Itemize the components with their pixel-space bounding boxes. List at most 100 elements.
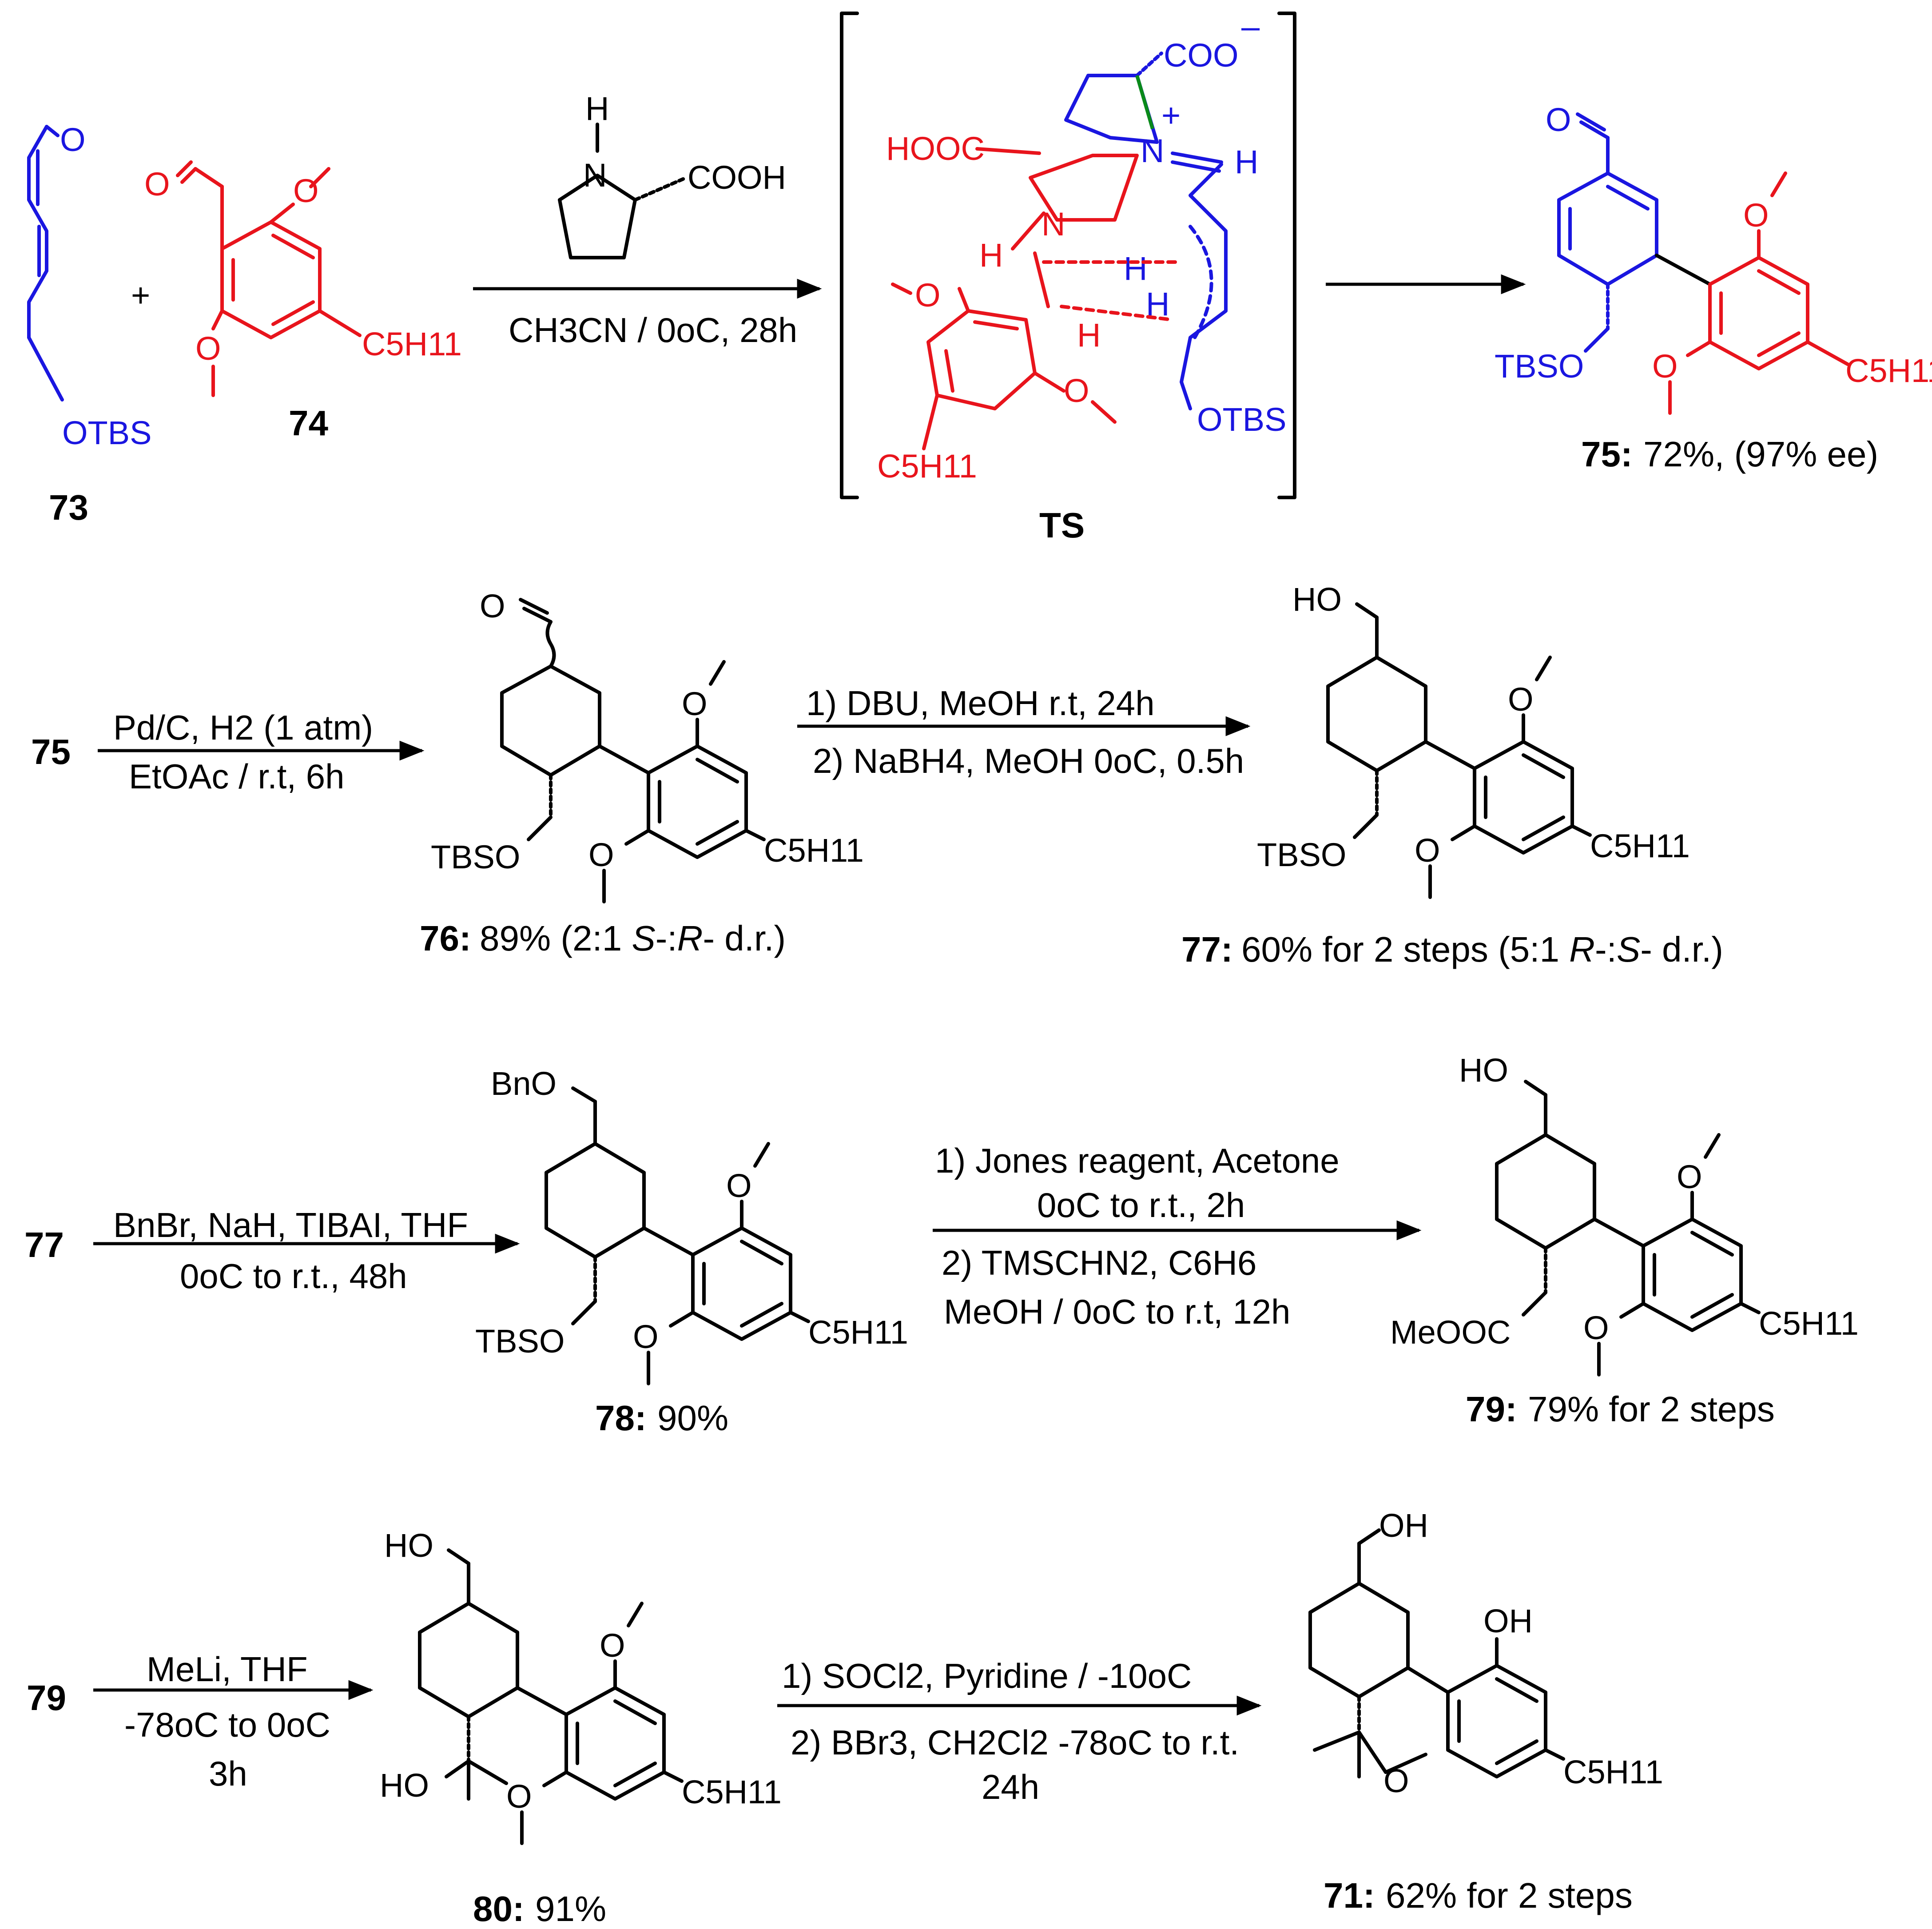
plus-sign: +	[131, 277, 150, 314]
svg-text:+: +	[1161, 97, 1181, 134]
step7-line3: 24h	[982, 1767, 1039, 1806]
compound-71-phenol: OH	[1483, 1603, 1533, 1639]
svg-text:O: O	[1583, 1309, 1609, 1346]
compound-75-structure: O TBSO O O C5H11 75: 72%, (97% ee)	[1495, 101, 1932, 474]
svg-text:O: O	[1677, 1158, 1702, 1195]
compound-74-aldehyde-o: O	[144, 166, 170, 203]
compound-76-pentyl: C5H11	[764, 832, 864, 869]
compound-71-label: 71:	[1324, 1876, 1375, 1915]
step3-line1: 1) DBU, MeOH r.t, 24h	[806, 684, 1155, 723]
compound-78-yield: 90%	[657, 1398, 728, 1438]
proline-n: N	[583, 157, 607, 194]
svg-text:O: O	[682, 685, 708, 722]
step2-start-compound: 75	[31, 732, 71, 772]
compound-73-label: 73	[49, 488, 88, 527]
methoxy-o: O	[195, 330, 221, 367]
svg-text:–: –	[1241, 8, 1260, 45]
step6-reagents: MeLi, THF	[147, 1650, 308, 1689]
svg-text:O: O	[1652, 348, 1678, 385]
compound-73-otbs: OTBS	[62, 414, 151, 451]
step2-conditions: EtOAc / r.t, 6h	[129, 757, 345, 796]
compound-71-pentyl: C5H11	[1563, 1754, 1663, 1790]
svg-text:O: O	[633, 1318, 659, 1355]
compound-75-yield: 72%, (97% ee)	[1643, 434, 1878, 474]
aldehyde-oxygen: O	[60, 121, 86, 158]
svg-text:H: H	[1077, 317, 1101, 354]
step5-line2: 0oC to r.t., 2h	[1037, 1185, 1245, 1225]
svg-text:O: O	[588, 836, 614, 873]
compound-74-pentyl: C5H11	[362, 326, 462, 362]
svg-text:O: O	[1743, 197, 1769, 234]
compound-77-tbso: TBSO	[1257, 836, 1346, 873]
compound-76-label: 76:	[420, 919, 471, 958]
transition-state: COO – N + H OTBS H H N HOOC H H O O C5H1…	[840, 8, 1296, 545]
svg-text:O: O	[506, 1778, 532, 1815]
step7-line2: 2) BBr3, CH2Cl2 -78oC to r.t.	[791, 1723, 1239, 1762]
compound-79-ester: MeOOC	[1390, 1314, 1511, 1351]
compound-78-structure: BnO TBSO O O C5H11 78: 90%	[475, 1065, 908, 1438]
compound-75-aldehyde-o: O	[1546, 101, 1571, 138]
step5-line3: 2) TMSCHN2, C6H6	[942, 1243, 1256, 1282]
compound-77-label: 77:	[1181, 930, 1233, 969]
step5-line4: MeOH / 0oC to r.t, 12h	[944, 1292, 1290, 1331]
step1-conditions: CH3CN / 0oC, 28h	[509, 310, 797, 350]
methoxy-o: O	[293, 172, 319, 209]
compound-76-aldehyde-o: O	[480, 588, 505, 624]
ts-otbs: OTBS	[1197, 401, 1286, 438]
step4-reagents: BnBr, NaH, TIBAI, THF	[113, 1205, 468, 1245]
compound-77-structure: HO TBSO O O C5H11 77: 60% for 2 steps (5…	[1181, 581, 1723, 969]
ts-enamine-n: N	[1042, 206, 1065, 243]
compound-76-yield: 89% (2:1	[480, 919, 632, 958]
ts-label: TS	[1039, 505, 1085, 545]
compound-78-bno: BnO	[491, 1065, 557, 1102]
svg-text:O: O	[1064, 372, 1089, 409]
ts-hooc: HOOC	[886, 130, 985, 167]
compound-78-tbso: TBSO	[475, 1323, 564, 1360]
compound-71-structure: OH O OH C5H11 71: 62% for 2 steps	[1308, 1507, 1663, 1915]
compound-80-ho2: HO	[380, 1767, 429, 1804]
compound-76-tbso: TBSO	[431, 839, 520, 875]
svg-text:O: O	[1508, 681, 1534, 718]
compound-77-pentyl: C5H11	[1590, 827, 1690, 864]
svg-text:H: H	[979, 237, 1003, 274]
ts-pentyl: C5H11	[877, 448, 977, 485]
step6-conditions: -78oC to 0oC	[124, 1705, 330, 1744]
compound-80-yield: 91%	[535, 1889, 606, 1929]
compound-79-label: 79:	[1466, 1389, 1517, 1429]
proline-cooh: COOH	[688, 159, 786, 196]
compound-79-structure: HO MeOOC O O C5H11 79: 79% for 2 steps	[1390, 1052, 1859, 1429]
compound-71-oh: OH	[1379, 1507, 1428, 1544]
svg-text:60% for 2 steps (5:1 R-:S- d.r: 60% for 2 steps (5:1 R-:S- d.r.)	[1241, 930, 1723, 969]
step6-start-compound: 79	[27, 1678, 66, 1718]
step5-line1: 1) Jones reagent, Acetone	[935, 1141, 1340, 1180]
compound-71-ring-o: O	[1383, 1762, 1409, 1799]
compound-80-pentyl: C5H11	[682, 1774, 782, 1810]
compound-77-yield: 60% for 2 steps (5:1	[1241, 930, 1569, 969]
svg-text:O: O	[1415, 832, 1440, 869]
compound-71-yield: 62% for 2 steps	[1386, 1876, 1633, 1915]
compound-79-pentyl: C5H11	[1759, 1305, 1859, 1342]
proline-h: H	[585, 90, 609, 127]
compound-75-label: 75:	[1581, 434, 1633, 474]
compound-75-pentyl: C5H11	[1845, 352, 1932, 389]
ts-iminium-n: N	[1141, 132, 1164, 169]
compound-76-structure: O TBSO O O C5H11 76: 89% (2:1 S-:R- d.r.…	[420, 588, 864, 958]
svg-text:O: O	[915, 277, 941, 314]
ts-h: H	[1235, 143, 1258, 180]
proline-catalyst: N H COOH	[558, 90, 786, 259]
step2-reagents: Pd/C, H2 (1 atm)	[113, 708, 373, 747]
compound-74-label: 74	[289, 403, 328, 443]
compound-73-structure: O OTBS 73	[27, 121, 151, 527]
step3-line2: 2) NaBH4, MeOH 0oC, 0.5h	[813, 741, 1244, 780]
step6-time: 3h	[209, 1754, 247, 1793]
compound-75-tbso: TBSO	[1495, 348, 1584, 385]
compound-77-ho: HO	[1292, 581, 1342, 618]
compound-78-label: 78:	[595, 1398, 647, 1438]
svg-text:O: O	[600, 1627, 625, 1664]
step4-conditions: 0oC to r.t., 48h	[180, 1257, 407, 1296]
compound-80-ho: HO	[384, 1527, 433, 1564]
compound-78-pentyl: C5H11	[808, 1314, 908, 1351]
svg-text:H: H	[1124, 250, 1147, 287]
compound-79-yield: 79% for 2 steps	[1528, 1389, 1775, 1429]
